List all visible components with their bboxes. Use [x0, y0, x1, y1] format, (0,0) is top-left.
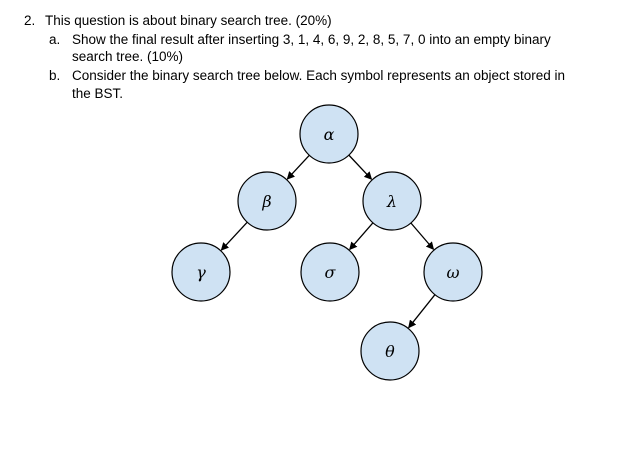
node-label-theta: θ: [385, 342, 395, 361]
node-circle-lambda: [362, 171, 422, 231]
node-lambda: λ: [362, 171, 422, 231]
node-label-sigma: σ: [325, 263, 337, 282]
node-label-beta: β: [261, 192, 271, 211]
node-circle-beta: [237, 171, 297, 231]
node-sigma: σ: [300, 242, 360, 302]
node-theta: θ: [360, 321, 420, 381]
tree-edges: [220, 154, 436, 329]
edge-lambda-to-sigma: [349, 222, 374, 251]
edge-lambda-to-omega: [410, 222, 435, 251]
edge-omega-to-theta: [408, 294, 436, 329]
node-label-omega: ω: [446, 263, 459, 282]
node-gamma: γ: [171, 242, 231, 302]
question-number: 2.: [24, 13, 36, 28]
node-circle-alpha: [299, 104, 359, 164]
node-circle-gamma: [171, 242, 231, 302]
node-beta: β: [237, 171, 297, 231]
node-label-gamma: γ: [196, 263, 206, 282]
question-title-line: 2. This question is about binary search …: [24, 12, 332, 29]
node-circle-sigma: [300, 242, 360, 302]
node-circle-theta: [360, 321, 420, 381]
part-a-marker: a.: [49, 32, 61, 47]
part-a-text-line-1: Show the final result after inserting 3,…: [72, 32, 551, 47]
node-circle-omega: [423, 242, 483, 302]
edge-alpha-to-lambda: [348, 154, 373, 180]
edge-beta-to-gamma: [220, 221, 248, 251]
node-label-alpha: α: [324, 125, 335, 144]
node-omega: ω: [423, 242, 483, 302]
node-label-lambda: λ: [386, 192, 397, 211]
part-b-marker: b.: [49, 68, 61, 83]
tree-nodes: α β λ γ σ ω θ: [171, 104, 483, 381]
part-a-text-line-2: search tree. (10%): [72, 49, 184, 64]
node-alpha: α: [299, 104, 359, 164]
part-b-text-line-2: the BST.: [72, 86, 124, 101]
question-title: This question is about binary search tre…: [45, 13, 332, 28]
edge-alpha-to-beta: [286, 154, 310, 180]
part-b-text-line-1: Consider the binary search tree below. E…: [72, 68, 566, 83]
